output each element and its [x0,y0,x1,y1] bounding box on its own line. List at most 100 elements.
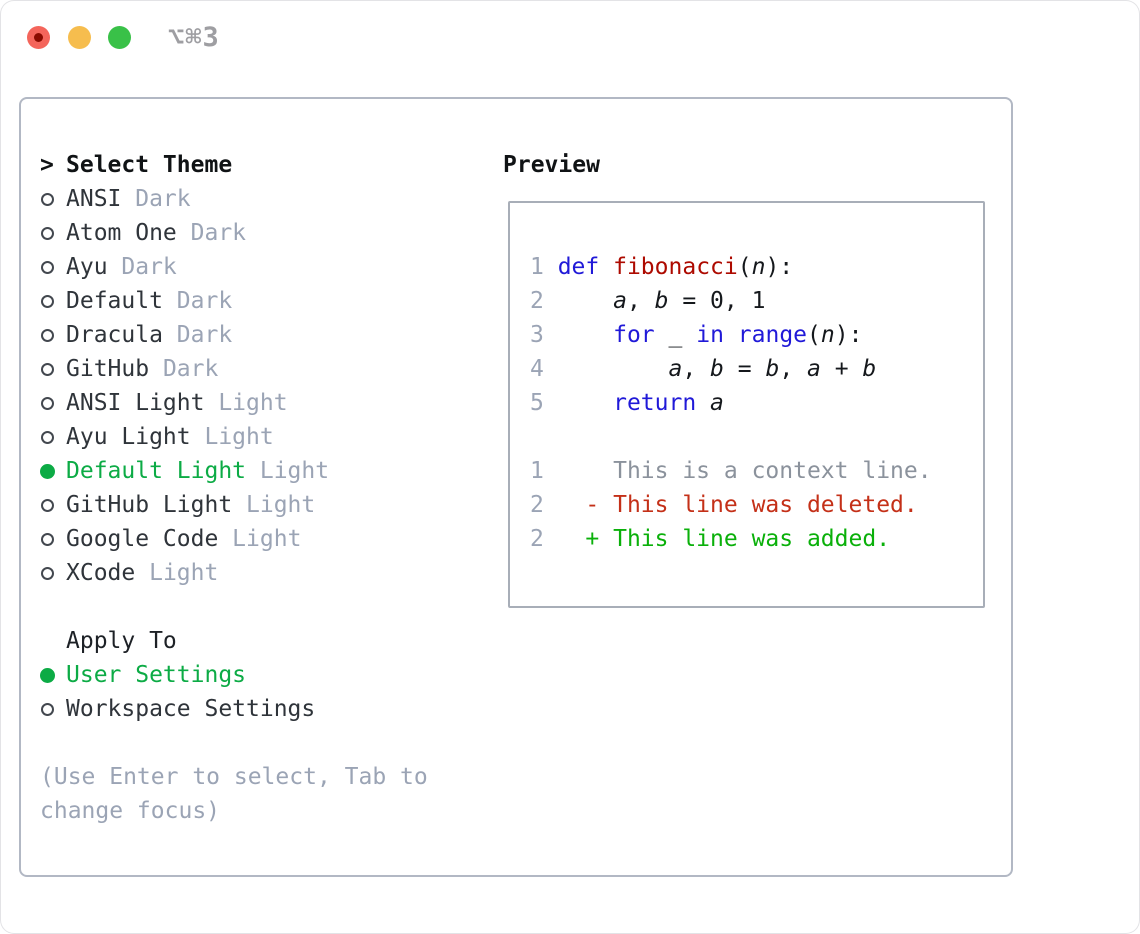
code-token: range [737,322,808,348]
theme-name: Dracula [66,322,163,348]
theme-option-ansi[interactable]: ANSI Dark [40,182,483,216]
theme-variant: Light [246,458,330,484]
radio-unselected-icon [41,328,54,342]
code-token: ): [765,254,794,280]
theme-variant: Light [232,492,316,518]
code-token: , [779,356,808,382]
spacer [40,590,483,624]
theme-option-ayu-light[interactable]: Ayu Light Light [40,420,483,454]
code-token: This is a context line. [557,458,932,484]
radio-unselected-icon [41,294,54,308]
radio-unselected-icon [41,362,54,376]
radio-selected-icon [40,463,55,479]
code-token: def [557,254,600,280]
code-token [599,254,613,280]
radio-selected-icon [40,667,55,683]
code-token: ( [807,322,821,348]
code-token: for [613,322,655,348]
theme-name: ANSI Light [66,390,205,416]
close-button[interactable] [27,26,50,49]
code-token: return [613,390,697,416]
line-number: 1 [530,254,558,280]
line-number: 2 [530,492,558,518]
theme-option-github[interactable]: GitHub Dark [40,352,483,386]
preview-title: Preview [503,152,600,178]
radio-unselected-icon [41,532,54,546]
theme-option-default-light[interactable]: Default Light Light [40,454,483,488]
theme-variant: Dark [162,322,233,348]
theme-name: XCode [66,560,136,586]
line-number: 3 [530,322,558,348]
line-number: 2 [530,526,558,552]
code-token: b [862,356,877,382]
preview-blank-line [530,420,983,454]
preview-line: 5 return a [530,386,983,420]
theme-variant: Light [135,560,219,586]
radio-unselected-icon [41,498,54,512]
line-number: 4 [530,356,558,382]
theme-name: Default [66,288,163,314]
code-token: ( [737,254,752,280]
theme-option-default[interactable]: Default Dark [40,284,483,318]
theme-name: Atom One [66,220,177,246]
line-number: 1 [530,458,558,484]
theme-name: GitHub Light [66,492,233,518]
preview-line: 2 + This line was added. [530,522,983,556]
preview-line: 2 - This line was deleted. [530,488,983,522]
maximize-button[interactable] [108,26,131,49]
code-token [655,322,669,348]
theme-variant: Dark [107,254,177,280]
unsaved-dot-icon [34,33,43,42]
minimize-button[interactable] [68,26,91,49]
code-token: b [654,288,669,314]
code-token: + [820,356,863,382]
apply-option-label: Workspace Settings [66,696,316,722]
code-token: b [765,356,780,382]
code-token [558,288,613,314]
radio-unselected-icon [41,430,54,444]
apply-option-user-settings[interactable]: User Settings [40,658,483,692]
radio-unselected-icon [41,226,54,240]
code-token: = [723,356,766,382]
theme-option-google-code[interactable]: Google Code Light [40,522,483,556]
apply-option-label: User Settings [66,662,247,688]
theme-variant: Dark [176,220,247,246]
theme-name: Google Code [66,526,219,552]
code-token: in [696,322,724,348]
radio-unselected-icon [41,396,54,410]
theme-option-ayu[interactable]: Ayu Dark [40,250,483,284]
theme-name: Default Light [66,458,247,484]
theme-variant: Dark [121,186,191,212]
line-number: 2 [530,288,558,314]
code-token: fibonacci [613,254,738,280]
theme-name: ANSI [66,186,122,212]
code-token: , [682,356,711,382]
theme-option-ansi-light[interactable]: ANSI Light Light [40,386,483,420]
theme-option-dracula[interactable]: Dracula Dark [40,318,483,352]
preview-line: 4 a, b = b, a + b [530,352,983,386]
theme-name: GitHub [66,356,150,382]
code-token: a [668,356,683,382]
theme-variant: Light [204,390,288,416]
apply-to-header: Apply To [40,624,483,658]
apply-to-title: Apply To [66,628,177,654]
apply-option-workspace-settings[interactable]: Workspace Settings [40,692,483,726]
theme-option-xcode[interactable]: XCode Light [40,556,483,590]
radio-unselected-icon [41,192,54,206]
radio-unselected-icon [41,702,54,716]
preview-line: 3 for _ in range(n): [530,318,983,352]
theme-variant: Dark [149,356,219,382]
radio-unselected-icon [41,260,54,274]
theme-option-github-light[interactable]: GitHub Light Light [40,488,483,522]
code-token: n [820,322,835,348]
theme-option-atom-one[interactable]: Atom One Dark [40,216,483,250]
preview-column: Preview 1 def fibonacci(n):2 a, b = 0, 1… [483,148,1011,875]
code-token: - This line was deleted. [557,492,918,518]
theme-name: Ayu Light [66,424,191,450]
